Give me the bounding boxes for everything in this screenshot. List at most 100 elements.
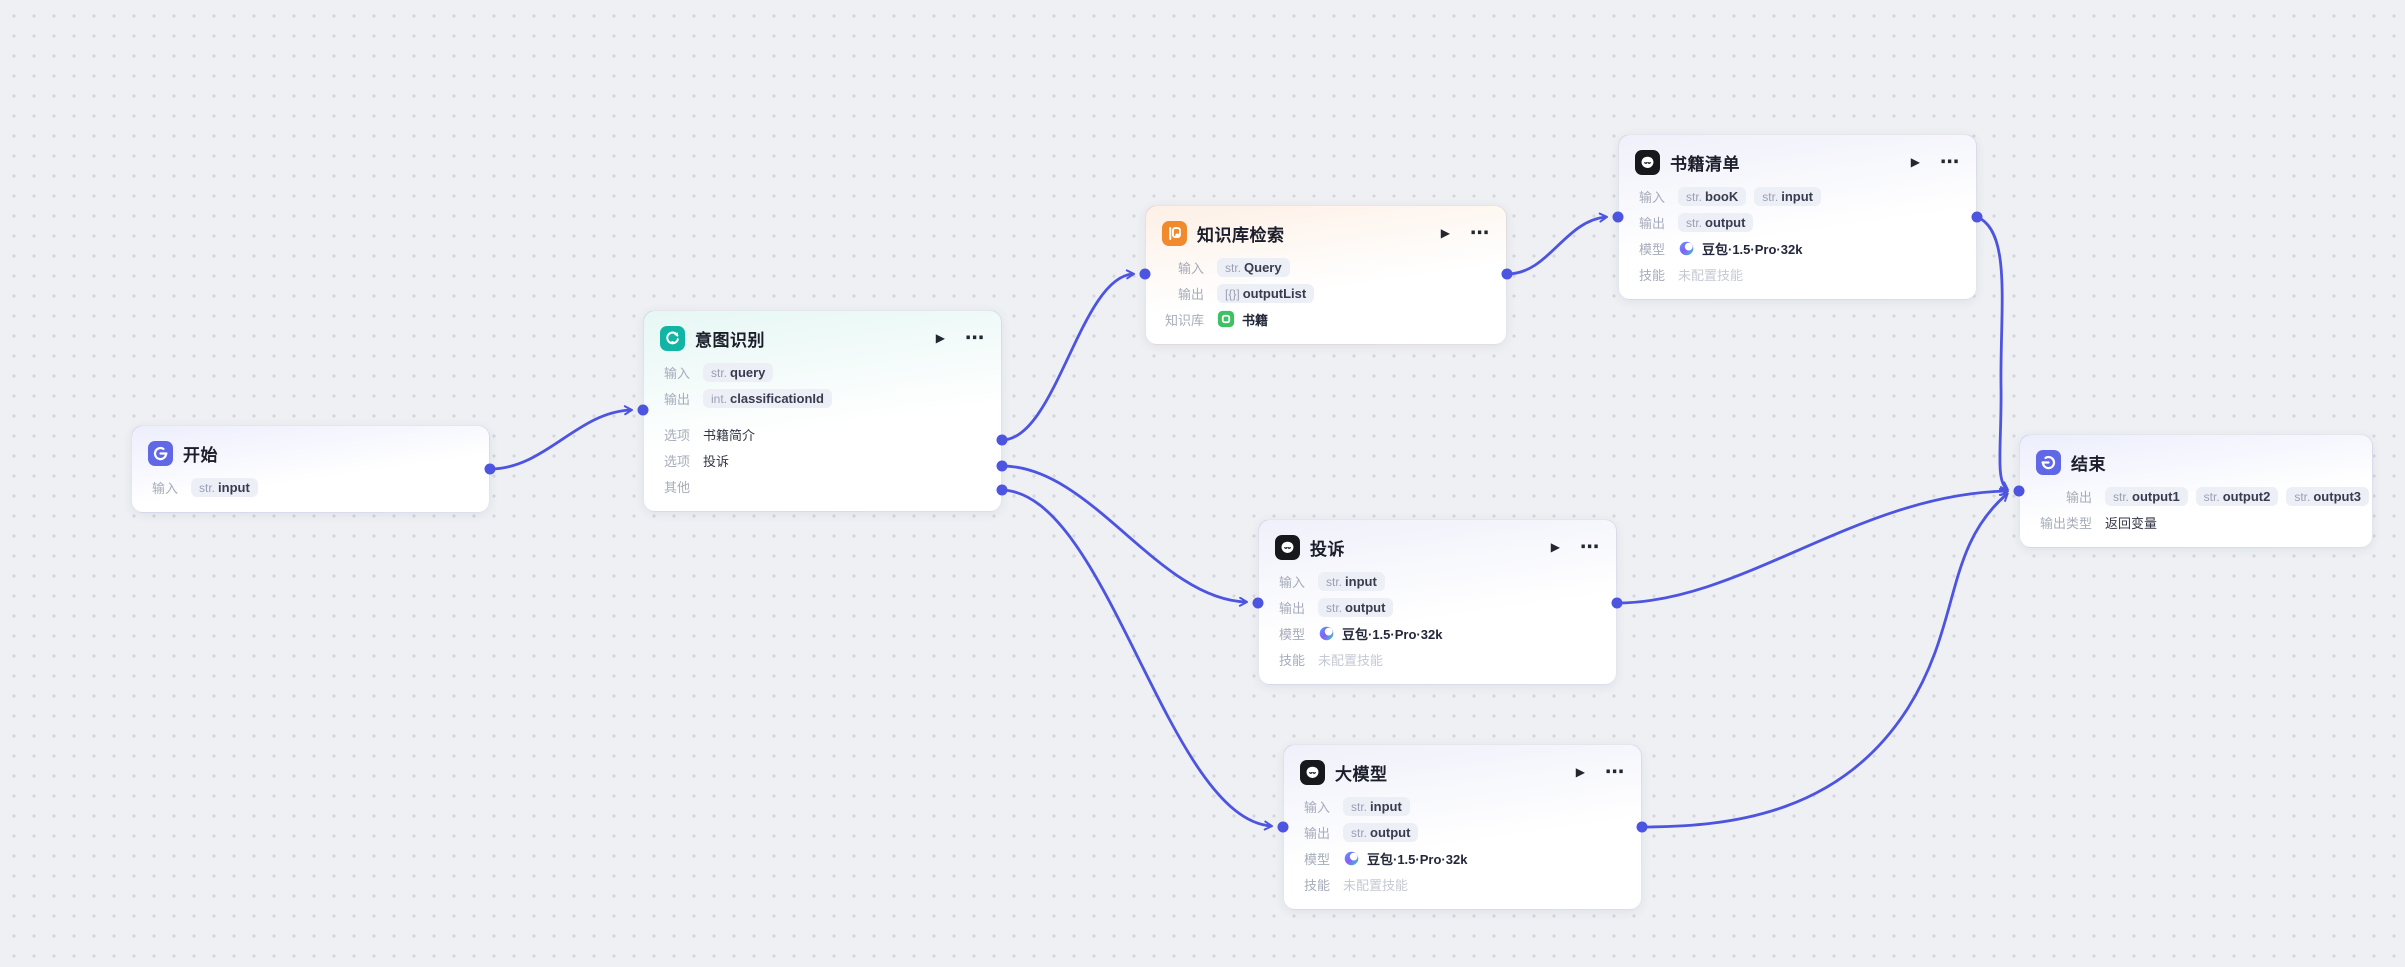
row-items: str.output: [1318, 597, 1394, 617]
node-row: 知识库 书籍: [1162, 306, 1490, 332]
model-item: 豆包·1.5·Pro·32k: [1318, 624, 1442, 643]
variable-name: input: [1345, 573, 1377, 589]
row-label: 输出: [1177, 286, 1204, 302]
dataset-name: 书籍: [1242, 312, 1269, 328]
node-title-end: 结束: [2071, 454, 2106, 474]
llm-icon: [1300, 759, 1325, 785]
node-actions: ▶⋯: [1576, 763, 1625, 782]
row-items: int.classificationId: [703, 388, 832, 408]
row-items: 未配置技能: [1343, 875, 1408, 894]
row-items: 豆包·1.5·Pro·32k: [1343, 849, 1467, 868]
doubao-model-icon: [1318, 625, 1335, 642]
more-menu-button[interactable]: ⋯: [1580, 536, 1600, 558]
variable-type: str.: [711, 365, 728, 380]
llm-icon: [1635, 149, 1660, 175]
edge-intent:option-1-to-kb[interactable]: [1000, 269, 1135, 442]
row-value: 投诉: [703, 453, 730, 469]
node-row: 输入 str.query: [660, 359, 985, 385]
edge-llm-to-end[interactable]: [1640, 492, 2009, 829]
more-menu-button[interactable]: ⋯: [1940, 151, 1960, 173]
variable-name: classificationId: [730, 390, 824, 406]
run-node-button[interactable]: ▶: [1550, 540, 1560, 554]
row-label: 输出: [663, 391, 690, 407]
variable-name: input: [1370, 798, 1402, 814]
variable-type: str.: [1351, 825, 1368, 840]
row-label: 模型: [1638, 241, 1665, 257]
run-node-button[interactable]: ▶: [1440, 226, 1450, 240]
row-items: 未配置技能: [1318, 650, 1383, 669]
model-item: 豆包·1.5·Pro·32k: [1678, 239, 1802, 258]
node-row: 选项投诉: [660, 447, 985, 473]
variable-name: booK: [1705, 188, 1739, 204]
node-row: 模型豆包·1.5·Pro·32k: [1635, 235, 1960, 261]
edge-start-to-intent[interactable]: [488, 405, 633, 471]
variable-type: str.: [1326, 600, 1343, 615]
variable-type: str.: [2113, 489, 2130, 504]
node-row: 模型豆包·1.5·Pro·32k: [1300, 845, 1625, 871]
row-items: 书籍简介: [703, 425, 755, 444]
run-node-button[interactable]: ▶: [1575, 765, 1585, 779]
variable-type: str.: [1225, 260, 1242, 275]
node-row: 其他: [660, 473, 985, 499]
row-label: 输出: [1303, 825, 1330, 841]
more-menu-button[interactable]: ⋯: [1605, 761, 1625, 783]
model-item: 豆包·1.5·Pro·32k: [1343, 849, 1467, 868]
row-items: str.input: [1318, 571, 1385, 591]
row-label: 输入: [151, 480, 178, 496]
row-items: 豆包·1.5·Pro·32k: [1318, 624, 1442, 643]
variable-type: str.: [1326, 574, 1343, 589]
end-icon: [2036, 449, 2061, 475]
node-header: 意图识别▶⋯: [660, 323, 985, 353]
row-value-muted: 未配置技能: [1678, 267, 1744, 283]
node-header: 书籍清单 ▶ ⋯: [1635, 147, 1960, 177]
variable-badge: str.output: [1678, 212, 1754, 232]
more-menu-button[interactable]: ⋯: [965, 327, 985, 349]
node-title-intent: 意图识别: [695, 330, 765, 350]
knowledge-base-item[interactable]: 书籍: [1217, 310, 1268, 329]
variable-badge: str.input: [1318, 571, 1385, 591]
row-label: 技能: [1638, 267, 1665, 283]
variable-badge: str.input: [191, 477, 258, 497]
row-label: 输入: [1278, 574, 1305, 590]
edge-kb-to-booklist[interactable]: [1505, 212, 1608, 276]
row-label: 输入: [1638, 189, 1665, 205]
variable-type: str.: [1686, 215, 1703, 230]
node-header: 开始: [148, 438, 473, 468]
node-actions: ▶⋯: [936, 329, 985, 348]
row-value: 返回变量: [2105, 515, 2158, 531]
row-label: 模型: [1303, 851, 1330, 867]
run-node-button[interactable]: ▶: [1910, 155, 1920, 169]
doubao-model-icon: [1343, 850, 1360, 867]
node-row: 技能未配置技能: [1300, 871, 1625, 897]
variable-name: Query: [1244, 259, 1282, 275]
node-title-booklist: 书籍清单: [1670, 154, 1740, 174]
edge-intent:other-to-llm[interactable]: [1000, 488, 1273, 831]
variable-badge: str.query: [703, 362, 774, 382]
run-node-button[interactable]: ▶: [935, 331, 945, 345]
variable-badge: str.output: [1318, 597, 1394, 617]
row-label: 知识库: [1164, 312, 1204, 328]
variable-badge: str.input: [1754, 186, 1822, 206]
row-items: str.Query: [1217, 257, 1290, 277]
more-menu-button[interactable]: ⋯: [1470, 222, 1490, 244]
edge-complaint-to-end[interactable]: [1615, 486, 2009, 605]
model-name: 豆包·1.5·Pro·32k: [1342, 626, 1443, 642]
variable-type: str.: [1351, 799, 1368, 814]
edge-intent:option-2-to-complaint[interactable]: [1000, 464, 1248, 607]
edge-booklist-to-end[interactable]: [1975, 215, 2009, 491]
variable-badge: str.output2: [2195, 486, 2279, 506]
row-label: 输入: [663, 365, 690, 381]
variable-name: output: [1345, 599, 1386, 615]
row-label: 模型: [1278, 626, 1305, 642]
node-start[interactable]: 开始输入 str.input: [131, 425, 490, 513]
